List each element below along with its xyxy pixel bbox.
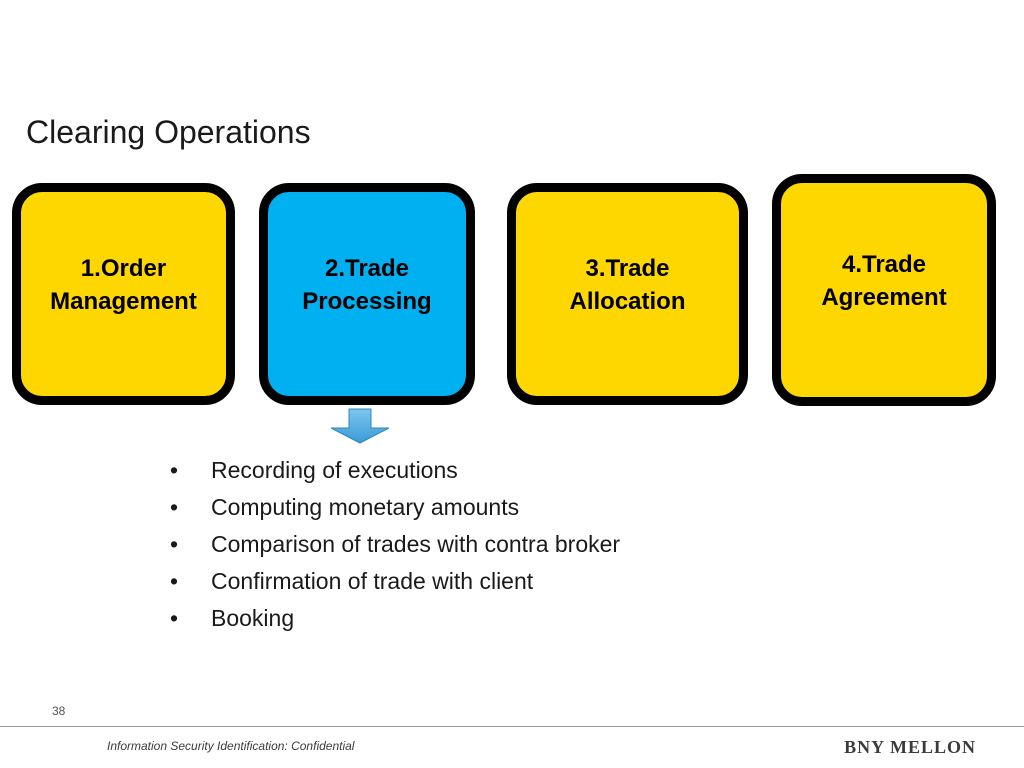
bullet-text: Computing monetary amounts <box>211 494 520 520</box>
list-item: • Recording of executions <box>170 452 620 489</box>
bullet-marker: • <box>170 605 179 631</box>
list-item: • Booking <box>170 600 620 637</box>
list-item: • Computing monetary amounts <box>170 489 620 526</box>
bullet-list: • Recording of executions • Computing mo… <box>170 452 620 637</box>
down-arrow-icon <box>330 408 390 444</box>
bullet-text: Booking <box>211 605 295 631</box>
bullet-marker: • <box>170 457 179 483</box>
step-order-management: 1.Order Management <box>12 183 235 405</box>
bullet-text: Recording of executions <box>211 457 458 483</box>
footer-divider <box>0 726 1024 727</box>
step-label: 2.Trade Processing <box>302 255 432 315</box>
bullet-marker: • <box>170 568 179 594</box>
bullet-marker: • <box>170 531 179 557</box>
list-item: • Comparison of trades with contra broke… <box>170 526 620 563</box>
step-label: 1.Order Management <box>50 255 197 315</box>
bullet-text: Confirmation of trade with client <box>211 568 534 594</box>
step-trade-processing: 2.Trade Processing <box>259 183 475 405</box>
step-trade-allocation: 3.Trade Allocation <box>507 183 748 405</box>
page-number: 38 <box>52 704 66 718</box>
bullet-text: Comparison of trades with contra broker <box>211 531 621 557</box>
bullet-marker: • <box>170 494 179 520</box>
slide-title: Clearing Operations <box>26 114 311 150</box>
step-label: 3.Trade Allocation <box>569 255 686 315</box>
step-label: 4.Trade Agreement <box>821 251 947 311</box>
footer-confidentiality-note: Information Security Identification: Con… <box>107 739 355 753</box>
bny-mellon-logo: BNY MELLON <box>844 737 976 757</box>
list-item: • Confirmation of trade with client <box>170 563 620 600</box>
step-trade-agreement: 4.Trade Agreement <box>772 174 996 406</box>
